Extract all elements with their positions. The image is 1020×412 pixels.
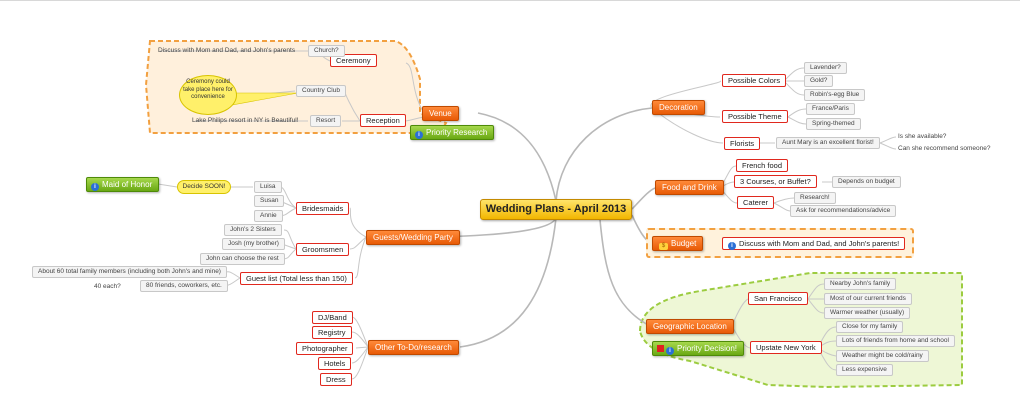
groomsmen-sisters[interactable]: John's 2 Sisters	[224, 224, 282, 236]
groomsmen-node[interactable]: Groomsmen	[296, 243, 350, 256]
depends-budget-node[interactable]: Depends on budget	[832, 176, 901, 188]
budget-topic[interactable]: $Budget	[652, 236, 704, 251]
venue-topic[interactable]: Venue	[422, 106, 459, 121]
color-lavender[interactable]: Lavender?	[804, 62, 847, 74]
san-francisco-node[interactable]: San Francisco	[748, 292, 808, 305]
possible-theme-node[interactable]: Possible Theme	[722, 110, 788, 123]
info-icon: i	[728, 242, 736, 250]
sf-current-friends[interactable]: Most of our current friends	[824, 293, 912, 305]
groomsmen-choose[interactable]: John can choose the rest	[200, 253, 285, 265]
church-note[interactable]: Discuss with Mom and Dad, and John's par…	[158, 47, 296, 54]
caterer-node[interactable]: Caterer	[737, 196, 775, 209]
upstate-ny-node[interactable]: Upstate New York	[750, 341, 822, 354]
theme-spring[interactable]: Spring-themed	[806, 118, 861, 130]
guests-topic[interactable]: Guests/Wedding Party	[366, 230, 460, 245]
florists-node[interactable]: Florists	[724, 137, 761, 150]
bridesmaid-annie[interactable]: Annie	[254, 210, 283, 222]
todo-registry[interactable]: Registry	[312, 326, 352, 339]
info-icon: i	[415, 131, 423, 139]
ask-recommendations-node[interactable]: Ask for recommendations/advice	[790, 205, 897, 217]
bridesmaid-susan[interactable]: Susan	[254, 195, 285, 207]
sf-warmer-weather[interactable]: Warmer weather (usually)	[824, 307, 911, 319]
church-node[interactable]: Church?	[308, 45, 345, 57]
ny-lots-friends[interactable]: Lots of friends from home and school	[836, 335, 955, 347]
color-gold[interactable]: Gold?	[804, 75, 834, 87]
available-note[interactable]: Is she available?	[898, 133, 947, 140]
todo-hotels[interactable]: Hotels	[318, 357, 352, 370]
budget-discuss-label: Discuss with Mom and Dad, and John's par…	[739, 239, 900, 248]
ceremony-node[interactable]: Ceremony	[330, 54, 377, 67]
guest-list-node[interactable]: Guest list (Total less than 150)	[240, 272, 353, 285]
maid-of-honor-label: Maid of Honor	[102, 180, 153, 189]
info-icon: i	[666, 347, 674, 355]
ny-less-expensive[interactable]: Less expensive	[836, 364, 893, 376]
todo-photographer[interactable]: Photographer	[296, 342, 354, 355]
flag-icon	[657, 345, 664, 352]
resort-note[interactable]: Lake Philips resort in NY is Beautiful!	[192, 117, 299, 124]
ceremony-callout[interactable]: Ceremony could take place here for conve…	[179, 75, 237, 115]
decoration-topic[interactable]: Decoration	[652, 100, 705, 115]
courses-node[interactable]: 3 Courses, or Buffet?	[734, 175, 817, 188]
food-drink-topic[interactable]: Food and Drink	[655, 180, 724, 195]
color-robins-egg[interactable]: Robin's-egg Blue	[804, 89, 866, 101]
theme-france[interactable]: France/Paris	[806, 103, 855, 115]
sf-nearby-family[interactable]: Nearby John's family	[824, 278, 897, 290]
other-todo-topic[interactable]: Other To-Do/research	[368, 340, 459, 355]
resort-node[interactable]: Resort	[310, 115, 342, 127]
bridesmaid-luisa[interactable]: Luisa	[254, 181, 282, 193]
ny-close-family[interactable]: Close for my family	[836, 321, 904, 333]
french-food-node[interactable]: French food	[736, 159, 789, 172]
todo-dress[interactable]: Dress	[320, 373, 352, 386]
guest-friends-count[interactable]: 80 friends, coworkers, etc.	[140, 280, 228, 292]
central-topic[interactable]: Wedding Plans - April 2013	[480, 199, 632, 220]
todo-djband[interactable]: DJ/Band	[312, 311, 353, 324]
money-icon: $	[659, 243, 668, 250]
budget-label: Budget	[671, 239, 697, 248]
info-icon: i	[91, 183, 99, 191]
guest-family-count[interactable]: About 60 total family members (including…	[32, 266, 227, 278]
forty-each-note[interactable]: 40 each?	[94, 283, 121, 290]
possible-colors-node[interactable]: Possible Colors	[722, 74, 787, 87]
priority-research-label: Priority Research	[426, 128, 488, 137]
bridesmaids-node[interactable]: Bridesmaids	[296, 202, 350, 215]
geographic-topic[interactable]: Geographic Location	[646, 319, 734, 334]
country-club-node[interactable]: Country Club	[296, 85, 346, 97]
aunt-mary-node[interactable]: Aunt Mary is an excellent florist!	[776, 137, 880, 149]
reception-node[interactable]: Reception	[360, 114, 406, 127]
decide-soon-callout[interactable]: Decide SOON!	[177, 180, 231, 194]
ny-cold-weather[interactable]: Weather might be cold/rainy	[836, 350, 929, 362]
recommend-note[interactable]: Can she recommend someone?	[898, 145, 991, 152]
priority-decision-label: Priority Decision!	[677, 344, 738, 353]
groomsmen-josh[interactable]: Josh (my brother)	[222, 238, 285, 250]
research-node[interactable]: Research!	[794, 192, 836, 204]
